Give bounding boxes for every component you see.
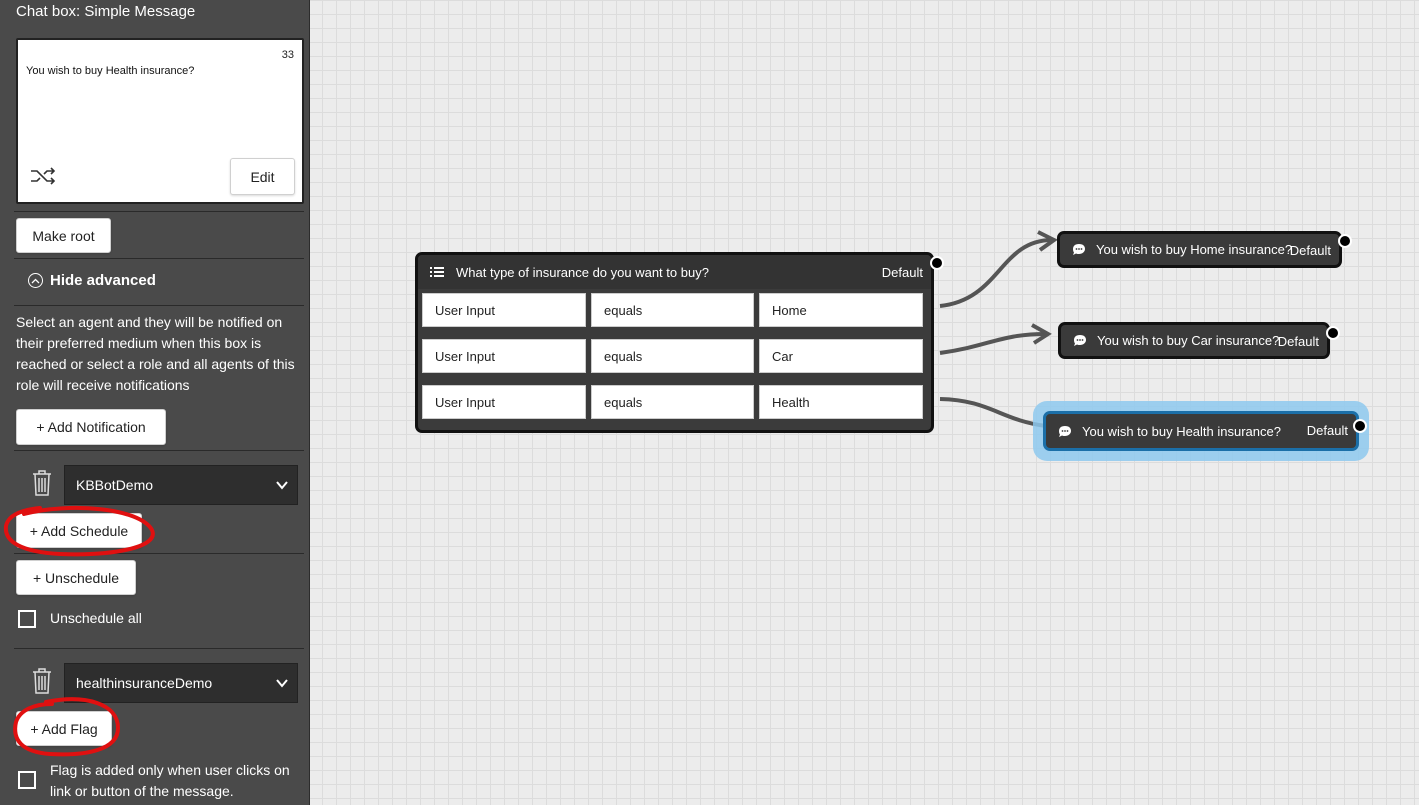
condition-value[interactable]: Health	[759, 385, 923, 419]
chat-bubble-icon	[1059, 425, 1071, 437]
question-node[interactable]: What type of insurance do you want to bu…	[415, 252, 934, 433]
condition-value[interactable]: Car	[759, 339, 923, 373]
message-node-default: Default	[1306, 423, 1348, 438]
character-count: 33	[281, 49, 294, 61]
message-node-car[interactable]: You wish to buy Car insurance? Default	[1058, 322, 1330, 359]
message-preview-card: 33 You wish to buy Health insurance? Edi…	[16, 38, 304, 204]
condition-field[interactable]: User Input	[422, 385, 586, 419]
divider	[14, 258, 304, 259]
unschedule-all-checkbox[interactable]	[18, 610, 36, 628]
condition-field[interactable]: User Input	[422, 339, 586, 373]
properties-sidebar: Chat box: Simple Message 33 You wish to …	[0, 0, 310, 805]
question-default-label: Default	[881, 265, 923, 280]
chat-bubble-icon	[1073, 244, 1085, 255]
divider	[14, 553, 304, 554]
condition-operator[interactable]: equals	[591, 339, 754, 373]
output-port[interactable]	[930, 256, 944, 270]
question-title: What type of insurance do you want to bu…	[456, 264, 709, 280]
divider	[14, 305, 304, 306]
make-root-button[interactable]: Make root	[16, 218, 111, 253]
edit-message-button[interactable]: Edit	[230, 158, 295, 195]
flag-click-label: Flag is added only when user clicks on l…	[50, 762, 290, 799]
divider	[14, 648, 304, 649]
message-node-default: Default	[1277, 334, 1319, 349]
message-preview-text: You wish to buy Health insurance?	[26, 65, 195, 77]
message-node-text: You wish to buy Car insurance?	[1097, 333, 1280, 348]
hide-advanced-toggle[interactable]: Hide advanced	[28, 272, 156, 289]
message-node-text: You wish to buy Home insurance?	[1096, 242, 1293, 257]
message-node-home[interactable]: You wish to buy Home insurance? Default	[1057, 231, 1342, 268]
flag-select[interactable]: healthinsuranceDemo	[64, 663, 298, 703]
divider	[14, 450, 304, 451]
trash-icon[interactable]	[31, 469, 53, 497]
notification-agent-value: KBBotDemo	[76, 477, 154, 493]
output-port[interactable]	[1338, 234, 1352, 248]
chevron-up-icon	[28, 273, 43, 288]
unschedule-all-label: Unschedule all	[50, 610, 142, 626]
unschedule-button[interactable]: + Unschedule	[16, 560, 136, 595]
chevron-down-icon	[276, 679, 288, 688]
hide-advanced-label: Hide advanced	[50, 272, 156, 289]
add-notification-button[interactable]: + Add Notification	[16, 409, 166, 445]
list-icon	[430, 267, 444, 277]
chevron-down-icon	[276, 481, 288, 490]
divider	[14, 211, 304, 212]
flag-click-checkbox[interactable]	[18, 771, 36, 789]
trash-icon[interactable]	[31, 667, 53, 695]
condition-field[interactable]: User Input	[422, 293, 586, 327]
shuffle-icon[interactable]	[30, 166, 56, 186]
sidebar-title: Chat box: Simple Message	[16, 3, 196, 20]
condition-operator[interactable]: equals	[591, 293, 754, 327]
condition-value[interactable]: Home	[759, 293, 923, 327]
notification-agent-select[interactable]: KBBotDemo	[64, 465, 298, 505]
flag-select-value: healthinsuranceDemo	[76, 675, 213, 691]
output-port[interactable]	[1353, 419, 1367, 433]
chat-bubble-icon	[1074, 335, 1086, 346]
message-node-default: Default	[1289, 243, 1331, 258]
question-node-header: What type of insurance do you want to bu…	[418, 255, 931, 289]
notification-description: Select an agent and they will be notifie…	[16, 314, 295, 393]
message-node-health[interactable]: You wish to buy Health insurance? Defaul…	[1043, 411, 1359, 451]
condition-operator[interactable]: equals	[591, 385, 754, 419]
message-node-text: You wish to buy Health insurance?	[1082, 423, 1281, 439]
output-port[interactable]	[1326, 326, 1340, 340]
